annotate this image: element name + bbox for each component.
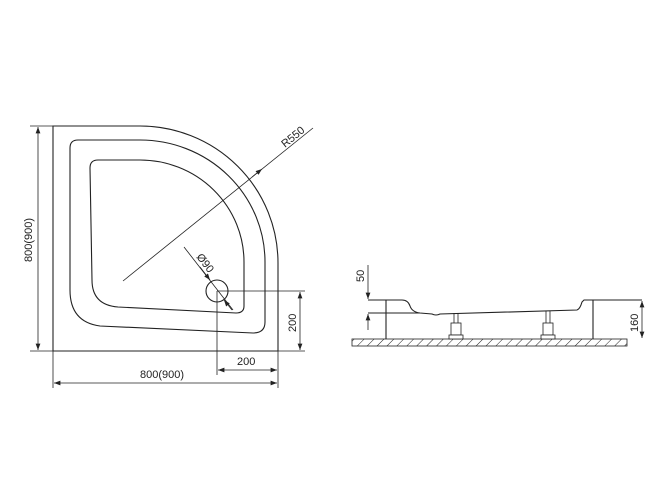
side-view: 50 160	[351, 265, 645, 347]
drain-offset-x-label: 200	[237, 356, 255, 368]
drain-arrow-1	[199, 266, 211, 281]
radius-dimension-line	[122, 127, 314, 282]
support-leg-left	[448, 313, 464, 340]
width-label: 800(900)	[140, 369, 184, 381]
tray-profile	[368, 299, 642, 316]
drain-arrow-2	[223, 299, 233, 311]
support-leg-right	[540, 311, 556, 340]
depth-label: 800(900)	[23, 218, 35, 262]
radius-arrow	[251, 168, 263, 178]
radius-label: R550	[279, 124, 307, 150]
top-view: R550 Ø90 800(900) 800(900) 200 200	[23, 124, 314, 388]
floor-hatch	[351, 338, 628, 347]
total-height-label: 160	[629, 314, 641, 332]
tray-basin	[89, 159, 245, 314]
tray-rim-outer	[69, 139, 266, 334]
tray-outline	[52, 125, 279, 352]
rim-height-label: 50	[355, 270, 367, 282]
drain-offset-y-label: 200	[287, 314, 299, 332]
